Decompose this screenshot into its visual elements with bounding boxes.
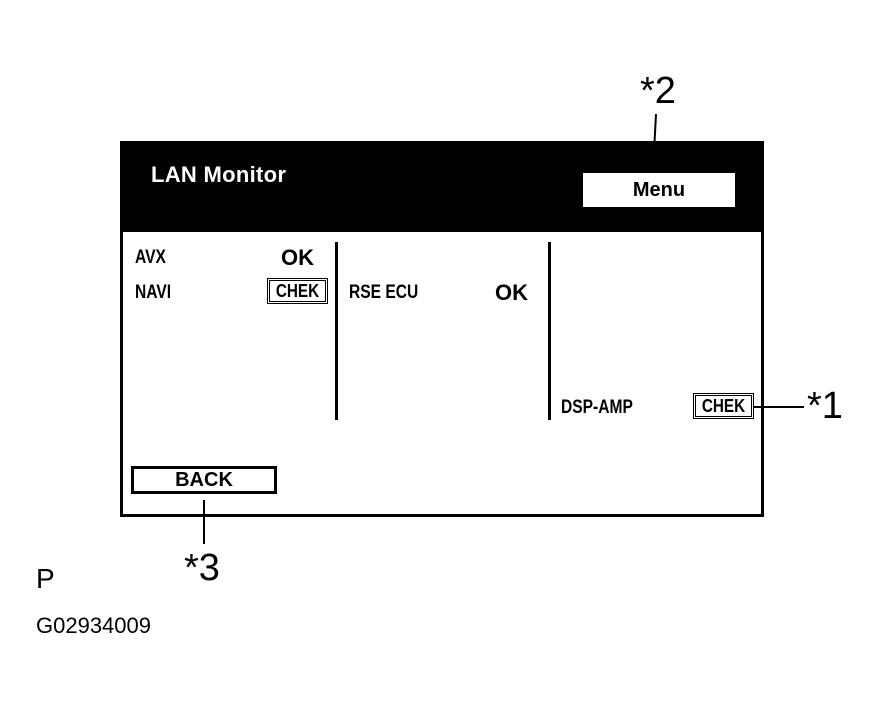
callout-1-label: *1 [807, 385, 843, 427]
lan-monitor-screen: LAN Monitor Menu AVX OK NAVI CHEK RSE EC… [120, 141, 764, 517]
device-status-navi[interactable]: CHEK [267, 278, 329, 304]
device-name-dsp-amp: DSP-AMP [561, 397, 633, 418]
callout-3-label: *3 [184, 547, 220, 589]
column-divider-left [335, 242, 338, 420]
device-status-navi-label: CHEK [275, 281, 320, 301]
device-status-rse-ecu: OK [495, 280, 528, 305]
title-bar: LAN Monitor Menu [123, 144, 761, 232]
callout-1-leader [754, 406, 804, 408]
device-status-dsp-amp[interactable]: CHEK [693, 393, 755, 419]
callout-3-leader [203, 500, 205, 544]
device-name-rse-ecu: RSE ECU [349, 282, 419, 303]
column-divider-right [548, 242, 551, 420]
menu-button[interactable]: Menu [583, 173, 735, 207]
device-name-navi: NAVI [135, 282, 172, 303]
figure-code: G02934009 [36, 613, 151, 638]
device-status-avx: OK [281, 245, 314, 270]
back-button[interactable]: BACK [131, 466, 277, 494]
device-status-dsp-amp-label: CHEK [701, 396, 746, 416]
device-name-avx: AVX [135, 247, 166, 268]
screen-title: LAN Monitor [151, 162, 287, 187]
figure-letter: P [36, 563, 55, 594]
callout-2-label: *2 [640, 70, 676, 112]
